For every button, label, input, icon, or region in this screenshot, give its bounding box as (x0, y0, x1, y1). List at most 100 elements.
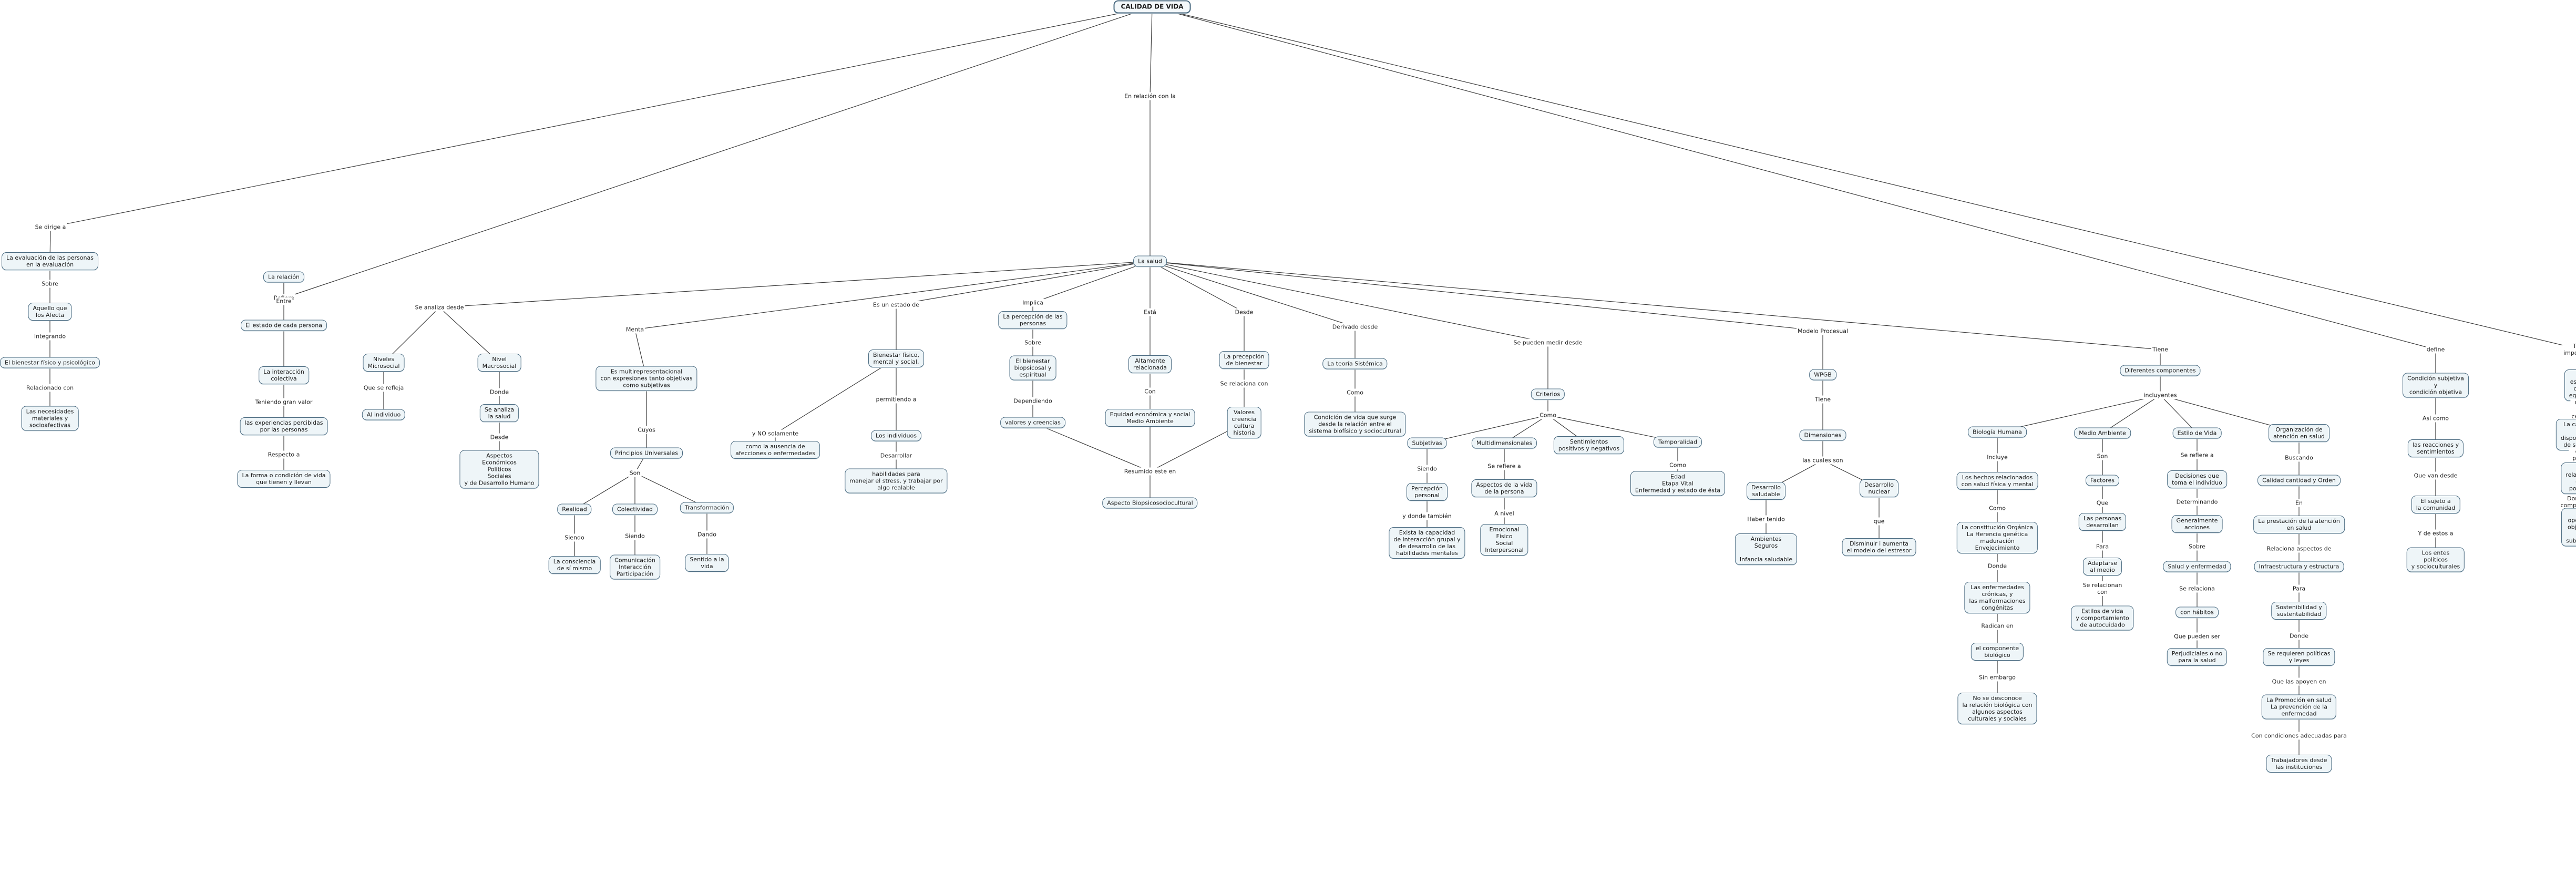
concept-node[interactable]: Valores creencia cultura historia (1227, 407, 1261, 438)
concept-node[interactable]: Organización de atención en salud (2269, 424, 2329, 442)
concept-node[interactable]: Infraestructura y estructura (2254, 561, 2344, 572)
link-phrase: Donde (2288, 632, 2310, 640)
link-phrase: Siendo (563, 533, 586, 542)
concept-node[interactable]: Diferentes componentes (2120, 365, 2201, 376)
concept-node[interactable]: Sostenibilidad y sustentabilidad (2271, 602, 2327, 620)
concept-node[interactable]: Se requieren políticas y leyes (2263, 648, 2335, 666)
connector-line (439, 261, 1151, 308)
concept-node[interactable]: El estado de cada persona (241, 320, 327, 331)
concept-node[interactable]: La relación (263, 271, 305, 283)
concept-node[interactable]: Medio Ambiente (2074, 427, 2131, 439)
connector-line (1150, 261, 1356, 327)
concept-node[interactable]: Las enfermedades crónicas, y las malform… (1964, 582, 2030, 613)
concept-node[interactable]: Disminuir i aumenta el modelo del estres… (1842, 538, 1916, 556)
concept-node[interactable]: valores y creencias (1000, 417, 1065, 428)
connector-line (634, 472, 707, 508)
concept-node[interactable]: Equidad económica y social Medio Ambient… (1105, 409, 1195, 427)
concept-node[interactable]: Emocional Físico Social Interpersonal (1480, 524, 1528, 556)
concept-node[interactable]: Los entes políticos y socioculturales (2406, 547, 2465, 572)
concept-node[interactable]: Comunicación Interacción Participación (610, 554, 660, 580)
concept-node[interactable]: Adaptarse al medio (2082, 558, 2122, 575)
concept-node[interactable]: La prestación de la atención en salud (2253, 516, 2345, 533)
concept-node[interactable]: Dimensiones (1799, 429, 1846, 441)
link-phrase: Teniendo gran valor (254, 398, 314, 406)
concept-node[interactable]: Perjudiciales o no para la salud (2167, 648, 2228, 666)
concept-node[interactable]: Factores (2086, 475, 2119, 486)
concept-node[interactable]: La consciencia de sí mismo (548, 556, 601, 574)
link-phrase: incluyentes (2142, 391, 2178, 399)
concept-node[interactable]: Nivel Macrosocial (477, 354, 521, 372)
concept-node[interactable]: Bienestar físico, mental y social, (868, 349, 924, 367)
link-phrase: Sobre (1023, 338, 1042, 347)
concept-node[interactable]: La teoría Sistémica (1322, 358, 1388, 369)
concept-node[interactable]: Salud y enfermedad (2163, 561, 2231, 572)
concept-node[interactable]: Generalmente acciones (2171, 515, 2223, 533)
concept-node[interactable]: Es multirepresentacional con expresiones… (596, 366, 697, 391)
concept-node[interactable]: Sentido a la vida (685, 554, 729, 572)
concept-node[interactable]: La Promoción en salud La prevención de l… (2261, 694, 2337, 719)
concept-node[interactable]: Decisiones que toma el individuo (2167, 470, 2227, 488)
concept-node[interactable]: Temporalidad (1653, 436, 1702, 448)
concept-node[interactable]: La forma o condición de vida que tienen … (237, 470, 331, 488)
concept-node[interactable]: Desarrollo saludable (1747, 482, 1785, 500)
concept-node[interactable]: Criterios (1531, 388, 1565, 400)
concept-node[interactable]: como la ausencia de afecciones o enferme… (731, 441, 820, 459)
concept-node[interactable]: Ambientes Seguros Infancia saludable (1735, 533, 1798, 565)
concept-node[interactable]: Sentimientos positivos y negativos (1553, 436, 1625, 454)
concept-node[interactable]: El bienestar biopsicosal y espiritual (1009, 355, 1056, 381)
concept-node[interactable]: Condición de vida que surge desde la rel… (1304, 412, 1406, 437)
link-phrase: Sin embargo (1978, 673, 2017, 682)
concept-node[interactable]: Aspecto Biopsicosociocultural (1102, 497, 1198, 509)
concept-node[interactable]: La salud (1133, 255, 1167, 267)
concept-node[interactable]: Niveles Microsocial (363, 354, 405, 372)
concept-node[interactable]: Se relacionan con pobreza (2561, 462, 2576, 494)
concept-node[interactable]: No se desconoce la relación biológica co… (1957, 693, 2037, 724)
concept-node[interactable]: Los individuos (871, 430, 921, 441)
link-phrase: Dependiendo (1012, 397, 1053, 405)
concept-node[interactable]: Al individuo (362, 409, 406, 420)
concept-node[interactable]: Altamente relacionada (1128, 355, 1172, 373)
concept-node[interactable]: La constitución Orgánica La Herencia gen… (1956, 522, 2038, 553)
concept-node[interactable]: Se analiza la salud (479, 404, 519, 422)
concept-node[interactable]: Desarrollo nuclear (1860, 479, 1898, 497)
concept-node[interactable]: Aspectos Económicos Políticos Sociales y… (459, 450, 539, 489)
concept-node[interactable]: Multidimensionales (1471, 437, 1537, 449)
concept-node[interactable]: Las necesidades materiales y socioafecti… (21, 406, 79, 431)
concept-node[interactable]: el componente biológico (1971, 643, 2024, 661)
root-concept[interactable]: CALIDAD DE VIDA (1113, 0, 1191, 14)
concept-node[interactable]: Estilo de Vida (2172, 427, 2222, 439)
concept-node[interactable]: Aspectos de la vida de la persona (1471, 479, 1537, 497)
link-phrase: Siendo (1416, 465, 1438, 473)
concept-node[interactable]: las experiencias percibidas por las pers… (240, 417, 328, 435)
concept-node[interactable]: Calidad cantidad y Orden (2257, 475, 2341, 486)
concept-node[interactable]: La evaluación de las personas en la eval… (2, 252, 98, 270)
concept-node[interactable]: Condición subjetiva y condición objetiva (2403, 373, 2469, 398)
concept-node[interactable]: La precepción de bienestar (1219, 351, 1269, 369)
concept-node[interactable]: La percepción de las personas (998, 311, 1068, 329)
concept-node[interactable]: Exista la capacidad de interacción grupa… (1389, 527, 1465, 559)
concept-node[interactable]: Subjetivas (1407, 437, 1447, 449)
connector-line (1032, 261, 1151, 303)
concept-node[interactable]: Realidad (557, 503, 592, 515)
concept-node[interactable]: Biología Humana (1968, 426, 2027, 438)
concept-node[interactable]: las reacciones y sentimientos (2407, 439, 2464, 457)
concept-node[interactable]: El bienestar físico y psicológico (0, 357, 100, 368)
concept-node[interactable]: El sujeto a la comunidad (2411, 496, 2460, 513)
concept-node[interactable]: Trabajadores desde las instituciones (2266, 755, 2332, 773)
concept-node[interactable]: Transformación (680, 502, 734, 513)
concept-node[interactable]: Percepción personal (1407, 483, 1448, 501)
concept-node[interactable]: Las opciones objetivas y subjetivas (2561, 508, 2576, 547)
concept-node[interactable]: El estudio de la equidad (2564, 369, 2576, 401)
concept-node[interactable]: Estilos de vida y comportamiento de auto… (2071, 605, 2134, 631)
concept-node[interactable]: Edad Etapa Vital Enfermedad y estado de … (1630, 471, 1726, 496)
concept-node[interactable]: Colectividad (612, 503, 658, 515)
concept-node[interactable]: La calidad y la disponibilidad de servic… (2556, 419, 2576, 450)
concept-node[interactable]: Aquello que los Afecta (28, 303, 72, 321)
concept-node[interactable]: Los hechos relacionados con salud física… (1956, 472, 2038, 490)
concept-node[interactable]: WPGB (1809, 369, 1836, 381)
concept-node[interactable]: con hábitos (2175, 606, 2219, 618)
concept-node[interactable]: La interacción colectiva (259, 366, 309, 384)
concept-node[interactable]: Principios Universales (610, 447, 683, 459)
concept-node[interactable]: habilidades para manejar el stress, y tr… (845, 468, 948, 493)
concept-node[interactable]: Las personas desarrollan (2078, 513, 2127, 531)
